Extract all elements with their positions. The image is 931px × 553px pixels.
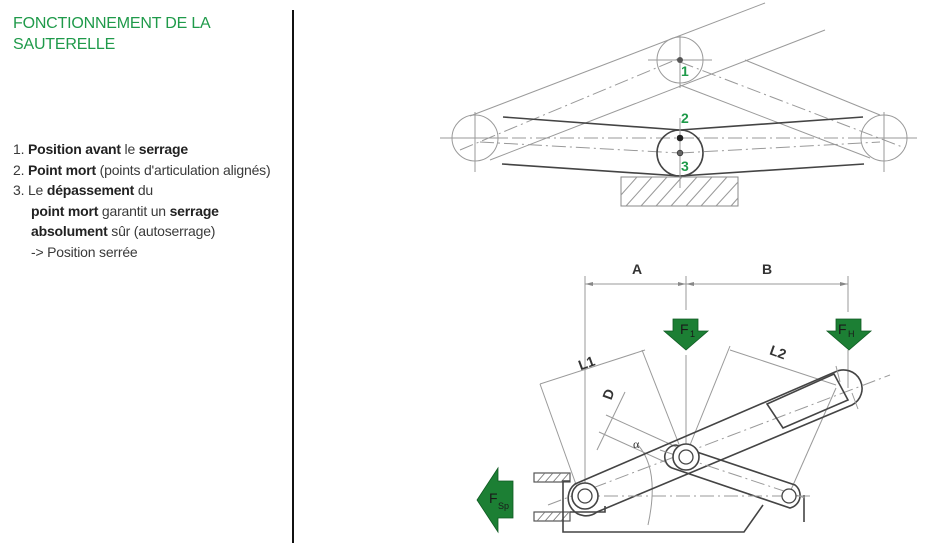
step-emphasis: serrage absolument [31,202,219,240]
lower-links-position-2-3 [440,116,920,188]
upper-links-position-1 [459,2,906,161]
step-text: sûr (autoserrage) [107,223,216,239]
step-emphasis: Point mort [27,161,96,178]
pivot-left [442,112,508,172]
step-number: 1. [13,141,28,157]
step-emphasis: point mort [31,202,99,219]
marker-2: 2 [681,110,689,126]
angle-alpha-label: α [633,437,640,451]
step-emphasis: dépassement [46,182,135,198]
dimension-l1-label: L1 [576,352,597,373]
step-item: 2. Point mort (points d'articulation ali… [13,160,283,181]
svg-text:1: 1 [690,329,695,339]
pivot-right [852,112,917,172]
svg-text:Sp: Sp [498,501,509,511]
step-number: 2. [13,161,28,178]
step-emphasis: serrage [138,141,188,157]
step-text: le [120,141,139,157]
step-item: 3. Le dépassement du point mort garantit… [13,180,283,262]
force-f1-arrow: F 1 [662,318,710,351]
step-text: garantit un [98,202,170,219]
svg-text:F: F [680,321,689,337]
svg-text:F: F [489,490,498,506]
force-fh-arrow: F H [825,318,873,351]
step-item: 1. Position avant le serrage [13,139,283,160]
dimension-l2-label: L2 [768,342,789,363]
force-fsp-arrow: F Sp [476,466,514,534]
page-title: FONCTIONNEMENT DE LA SAUTERELLE [13,15,210,53]
dimension-b-label: B [762,261,772,277]
step-text: -> Position serrée [31,243,138,260]
step-emphasis: Position avant [27,141,121,157]
dimension-a-label: A [632,261,642,277]
marker-3: 3 [681,158,689,174]
marker-1: 1 [681,63,689,79]
toggle-clamp-force-diagram: A B F 1 F H F Sp L1 L2 [476,261,891,534]
vertical-divider [292,10,294,543]
dimension-d-label: D [599,387,617,402]
step-text: Le [27,182,47,198]
svg-text:H: H [848,329,855,339]
hatched-base [620,176,739,207]
step-number: 3. [13,182,28,198]
pivot-right-bottom [781,488,797,504]
step-text: du [134,182,154,198]
steps-list: 1. Position avant le serrage 2. Point mo… [13,139,283,262]
svg-text:F: F [838,321,847,337]
pivot-1 [648,36,712,88]
pivot-center-bottom [672,443,700,471]
step-text: (points d'articulation alignés) [95,161,271,178]
pivot-left-bottom [571,482,599,510]
